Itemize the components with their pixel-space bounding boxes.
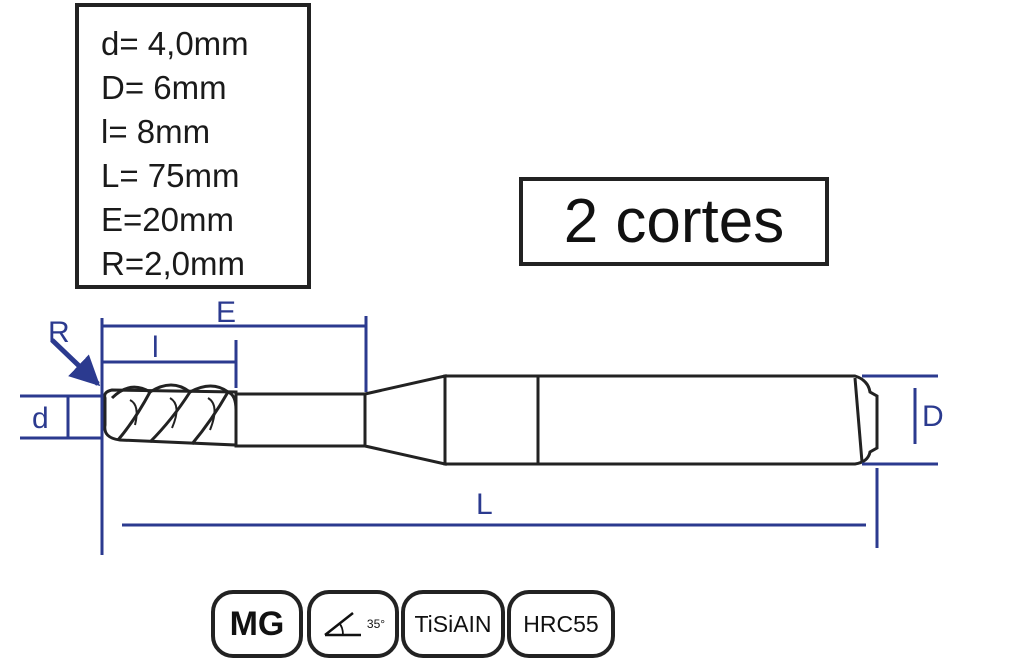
flutes-label: 2 cortes [563,187,785,256]
material-badge: MG [211,590,303,658]
material-label: MG [229,604,285,643]
label-D: D [922,400,944,433]
label-E: E [216,296,236,329]
spec-d: d= 4,0mm [101,25,249,62]
helix-angle-icon [324,612,361,637]
angle-badge: 35° [307,590,399,658]
hardness-badge: HRC55 [507,590,615,658]
spec-D: D= 6mm [101,69,227,106]
flutes-box: 2 cortes [519,177,829,266]
coating-badge: TiSiAIN [401,590,505,658]
label-d: d [32,402,49,435]
coating-label: TiSiAIN [414,610,492,637]
hardness-label: HRC55 [523,610,599,637]
label-l: l [152,331,159,364]
angle-label: 35° [366,617,386,631]
spec-L: L= 75mm [101,157,240,194]
tool-details [110,376,864,464]
taper [363,374,447,466]
spec-E: E=20mm [101,201,234,238]
spec-l: l= 8mm [101,113,211,150]
spec-R: R=2,0mm [101,245,245,282]
shank [443,374,879,466]
label-L: L [476,488,493,521]
specifications-box: d= 4,0mm D= 6mm l= 8mm L= 75mm E=20mm R=… [75,3,311,289]
dimension-lines [20,316,938,555]
tool-body [103,374,879,466]
label-R: R [48,316,70,349]
dimension-arrow-icon [50,338,101,387]
neck [234,392,367,448]
